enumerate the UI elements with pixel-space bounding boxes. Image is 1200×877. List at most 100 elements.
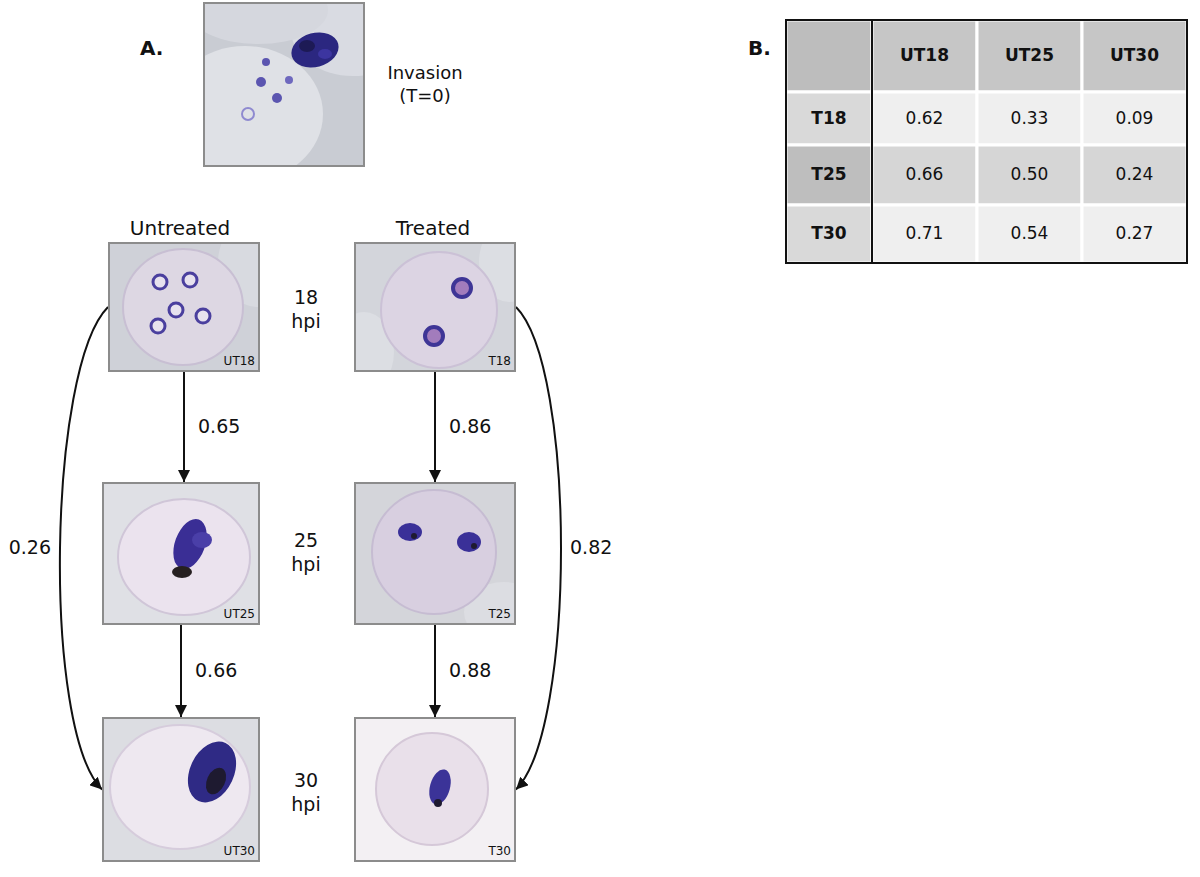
table-cell	[1082, 92, 1187, 145]
panel-tag: UT18	[224, 355, 255, 368]
panel-tag: T18	[488, 355, 511, 368]
table-cell-text: T25	[786, 145, 872, 205]
table-cell-text: 0.09	[1082, 92, 1187, 145]
parasite	[299, 40, 315, 52]
micrograph-ground	[102, 717, 260, 862]
table-cell-text: 0.54	[977, 205, 1082, 263]
image-caption: Invasion (T=0)	[375, 62, 475, 107]
micrograph	[102, 717, 260, 862]
trophozoite	[398, 523, 422, 541]
pigment	[202, 765, 230, 798]
red-cell	[381, 252, 497, 368]
table-cell-text: 0.62	[872, 92, 977, 145]
parasite	[287, 27, 342, 72]
table-cell	[977, 205, 1082, 263]
panel-tag: T30	[488, 845, 511, 858]
table-rule	[871, 20, 873, 263]
micrograph-box: T30	[354, 717, 516, 862]
micrograph-ground	[354, 717, 516, 862]
trophozoite	[457, 532, 481, 552]
red-cell	[376, 733, 488, 845]
merozoite	[272, 93, 282, 103]
panel-letter: B.	[748, 36, 771, 61]
ring-form	[169, 303, 183, 317]
merozoite	[285, 76, 293, 84]
transition-value: 0.82	[568, 536, 614, 560]
panel-letter: A.	[140, 36, 163, 61]
table-cell	[1082, 205, 1187, 263]
table-cell-text: T30	[786, 205, 872, 263]
table-cell	[1082, 20, 1187, 92]
micrograph-box: UT18	[108, 242, 260, 372]
micrograph	[108, 217, 298, 372]
panel-tag: UT30	[224, 845, 255, 858]
micrograph-box: T25	[354, 482, 516, 625]
table-cell	[872, 205, 977, 263]
ring-form	[453, 279, 471, 297]
pigment	[434, 799, 442, 807]
merozoite	[262, 58, 270, 66]
trophozoite	[167, 514, 213, 573]
panel-tag: UT25	[224, 608, 255, 621]
micrograph	[354, 717, 516, 862]
red-cell	[167, 46, 323, 182]
table-cell	[786, 205, 872, 263]
time-label: 30 hpi	[283, 769, 329, 817]
table-cell	[786, 145, 872, 205]
transition-value: 0.65	[196, 415, 242, 439]
table-cell-text: 0.27	[1082, 205, 1187, 263]
table-cell-text: 0.24	[1082, 145, 1187, 205]
transition-arrow	[180, 625, 182, 717]
table-cell-text: 0.33	[977, 92, 1082, 145]
time-label: 25 hpi	[283, 529, 329, 577]
time-label: 18 hpi	[283, 286, 329, 334]
parasite	[318, 49, 332, 59]
ring-form	[183, 273, 197, 287]
merozoite	[256, 77, 266, 87]
red-cell	[110, 725, 250, 849]
table-cell	[872, 20, 977, 92]
column-heading: Treated	[358, 216, 508, 241]
pigment	[471, 543, 477, 549]
table-border	[786, 20, 1187, 263]
transition-arrow	[183, 372, 185, 482]
table-cell-text: 0.71	[872, 205, 977, 263]
table-cell	[872, 145, 977, 205]
transition-arrow	[60, 307, 108, 790]
transition-value: 0.66	[193, 659, 239, 683]
transition-value: 0.26	[7, 536, 53, 560]
micrograph-box: T18	[354, 242, 516, 372]
table-cell-text: UT25	[977, 20, 1082, 92]
red-cell	[123, 249, 243, 365]
micrograph	[167, 0, 415, 182]
micrograph-box: UT30	[102, 717, 260, 862]
red-cell	[372, 490, 496, 614]
transition-value: 0.88	[447, 659, 493, 683]
micrograph-box: UT25	[102, 482, 260, 625]
trophozoite	[179, 734, 246, 811]
table-grid	[786, 20, 1187, 263]
ring-form	[196, 309, 210, 323]
micrograph	[102, 482, 260, 625]
pigment	[172, 566, 192, 578]
table-cell-text: UT30	[1082, 20, 1187, 92]
table-cell-text: T18	[786, 92, 872, 145]
ring-form	[153, 275, 167, 289]
table-cell	[1082, 145, 1187, 205]
table-cell	[786, 92, 872, 145]
invasion-image: Invasion (T=0)	[203, 2, 478, 167]
column-heading: Untreated	[105, 216, 255, 241]
table-cell	[977, 92, 1082, 145]
ring-form	[151, 319, 165, 333]
micrograph-ground	[102, 482, 260, 625]
merozoite	[242, 108, 254, 120]
panel-tag: T25	[488, 608, 511, 621]
transition-arrow	[516, 307, 561, 790]
table-cell	[977, 20, 1082, 92]
micrograph	[334, 222, 539, 392]
transition-arrow	[434, 372, 436, 482]
